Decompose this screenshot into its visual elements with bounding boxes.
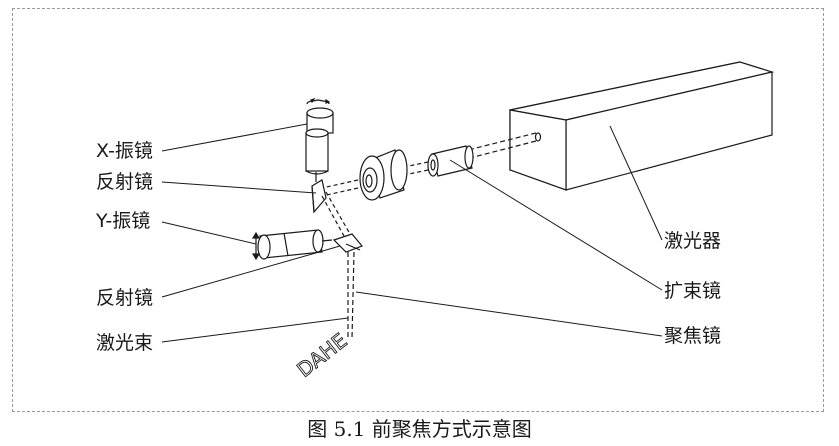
- label-laser-beam: 激光束: [96, 332, 154, 354]
- leader-lines: [161, 123, 663, 343]
- top-reflector: [311, 179, 327, 214]
- label-reflector-top: 反射镜: [96, 171, 154, 193]
- output-laser-beam: [347, 251, 355, 339]
- label-focusing-lens: 聚焦镜: [664, 325, 722, 347]
- beam-expander: [427, 145, 474, 177]
- focusing-lens: [359, 149, 408, 201]
- label-y-mirror: Y-振镜: [96, 210, 151, 232]
- label-beam-expander: 扩束镜: [664, 280, 722, 302]
- reflector-to-y-beam: [321, 191, 351, 237]
- figure-frame: [12, 8, 824, 412]
- laser-beam-segment: [467, 132, 537, 159]
- bottom-reflector: [332, 233, 364, 253]
- label-laser: 激光器: [664, 230, 722, 252]
- expander-to-lens-beam: [403, 161, 429, 176]
- dahe-watermark: DAHE: [292, 328, 351, 382]
- x-galvo-mirror: [305, 97, 334, 182]
- figure-caption: 图 5.1 前聚焦方式示意图: [307, 417, 532, 441]
- y-galvo-mirror: [251, 229, 333, 261]
- label-x-mirror: X-振镜: [96, 140, 153, 162]
- label-reflector-bottom: 反射镜: [96, 287, 154, 309]
- laser-box: [509, 61, 775, 191]
